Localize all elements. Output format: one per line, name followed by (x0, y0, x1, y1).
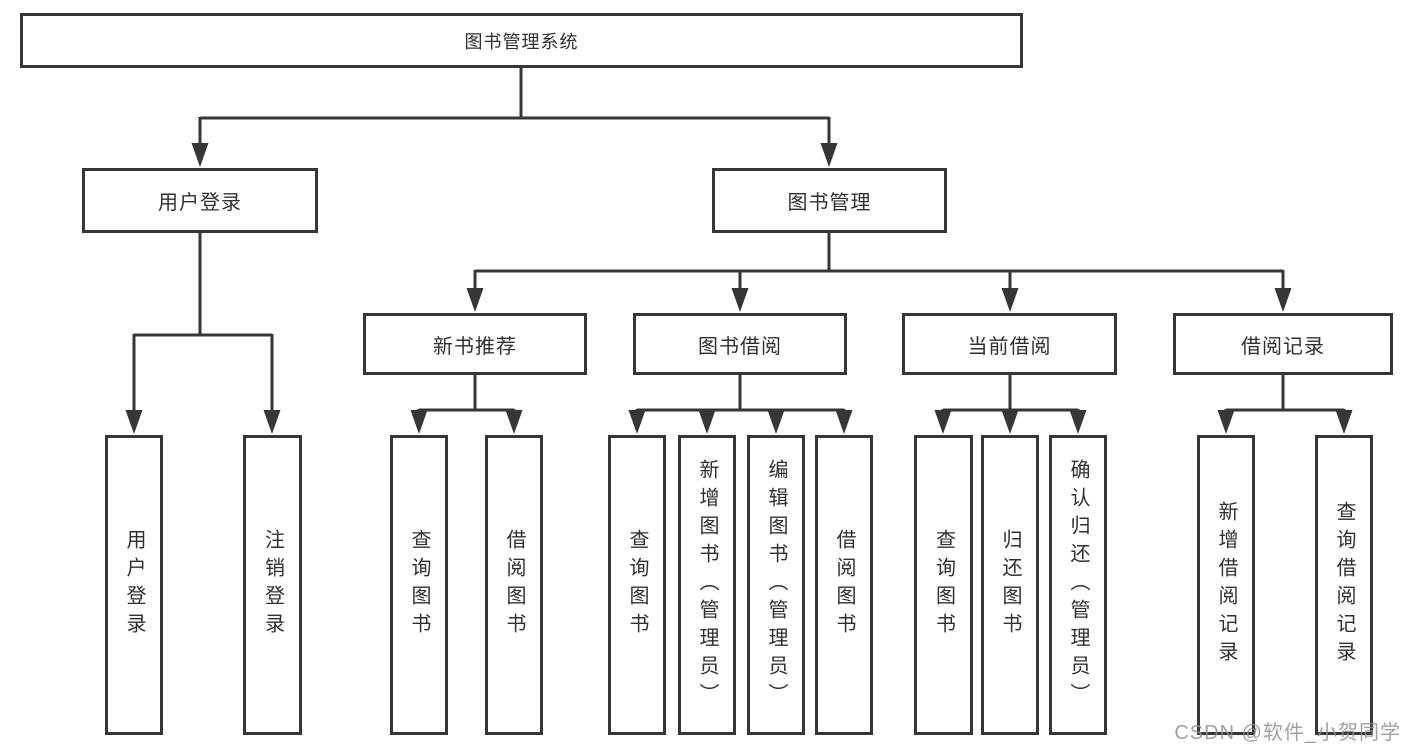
leaf-query-borrow-record-label: 查询借阅记录 (1333, 501, 1355, 669)
group-new-book-recommend: 新书推荐 (363, 313, 587, 375)
leaf-user-login-label: 用户登录 (123, 529, 145, 641)
leaf-recommend-query-books-label: 查询图书 (408, 529, 430, 641)
leaf-borrow-books-label: 借阅图书 (833, 529, 855, 641)
leaf-logout: 注销登录 (243, 435, 302, 735)
leaf-return-books-label: 归还图书 (999, 529, 1021, 641)
leaf-logout-label: 注销登录 (261, 529, 284, 641)
leaf-current-query-books: 查询图书 (914, 435, 973, 735)
leaf-recommend-borrow-books: 借阅图书 (485, 435, 543, 735)
leaf-user-login: 用户登录 (105, 435, 163, 735)
leaf-borrow-query-books-label: 查询图书 (626, 529, 648, 641)
root-box-system: 图书管理系统 (20, 13, 1023, 68)
leaf-current-query-books-label: 查询图书 (932, 529, 955, 641)
branch-book-management: 图书管理 (712, 168, 947, 233)
arrowheads (125, 143, 1353, 434)
leaf-add-book-admin: 新增图书（管理员） (678, 435, 736, 735)
leaf-recommend-query-books: 查询图书 (390, 435, 448, 735)
group-current-borrow: 当前借阅 (902, 313, 1117, 375)
leaf-borrow-books: 借阅图书 (815, 435, 873, 735)
leaf-edit-book-admin: 编辑图书（管理员） (747, 435, 805, 735)
leaf-query-borrow-record: 查询借阅记录 (1315, 435, 1373, 735)
leaf-confirm-return-admin-label: 确认归还（管理员） (1067, 459, 1089, 711)
leaf-edit-book-admin-label: 编辑图书（管理员） (765, 459, 787, 711)
group-book-borrow: 图书借阅 (633, 313, 847, 375)
leaf-return-books: 归还图书 (981, 435, 1039, 735)
leaf-confirm-return-admin: 确认归还（管理员） (1049, 435, 1107, 735)
group-borrow-records: 借阅记录 (1173, 313, 1393, 375)
leaf-add-book-admin-label: 新增图书（管理员） (696, 459, 718, 711)
leaf-borrow-query-books: 查询图书 (608, 435, 666, 735)
leaf-add-borrow-record: 新增借阅记录 (1197, 435, 1255, 735)
branch-user-login: 用户登录 (82, 168, 318, 233)
leaf-recommend-borrow-books-label: 借阅图书 (503, 529, 525, 641)
watermark: CSDN @软件_小贺同学 (1174, 722, 1401, 744)
leaf-add-borrow-record-label: 新增借阅记录 (1215, 501, 1237, 669)
